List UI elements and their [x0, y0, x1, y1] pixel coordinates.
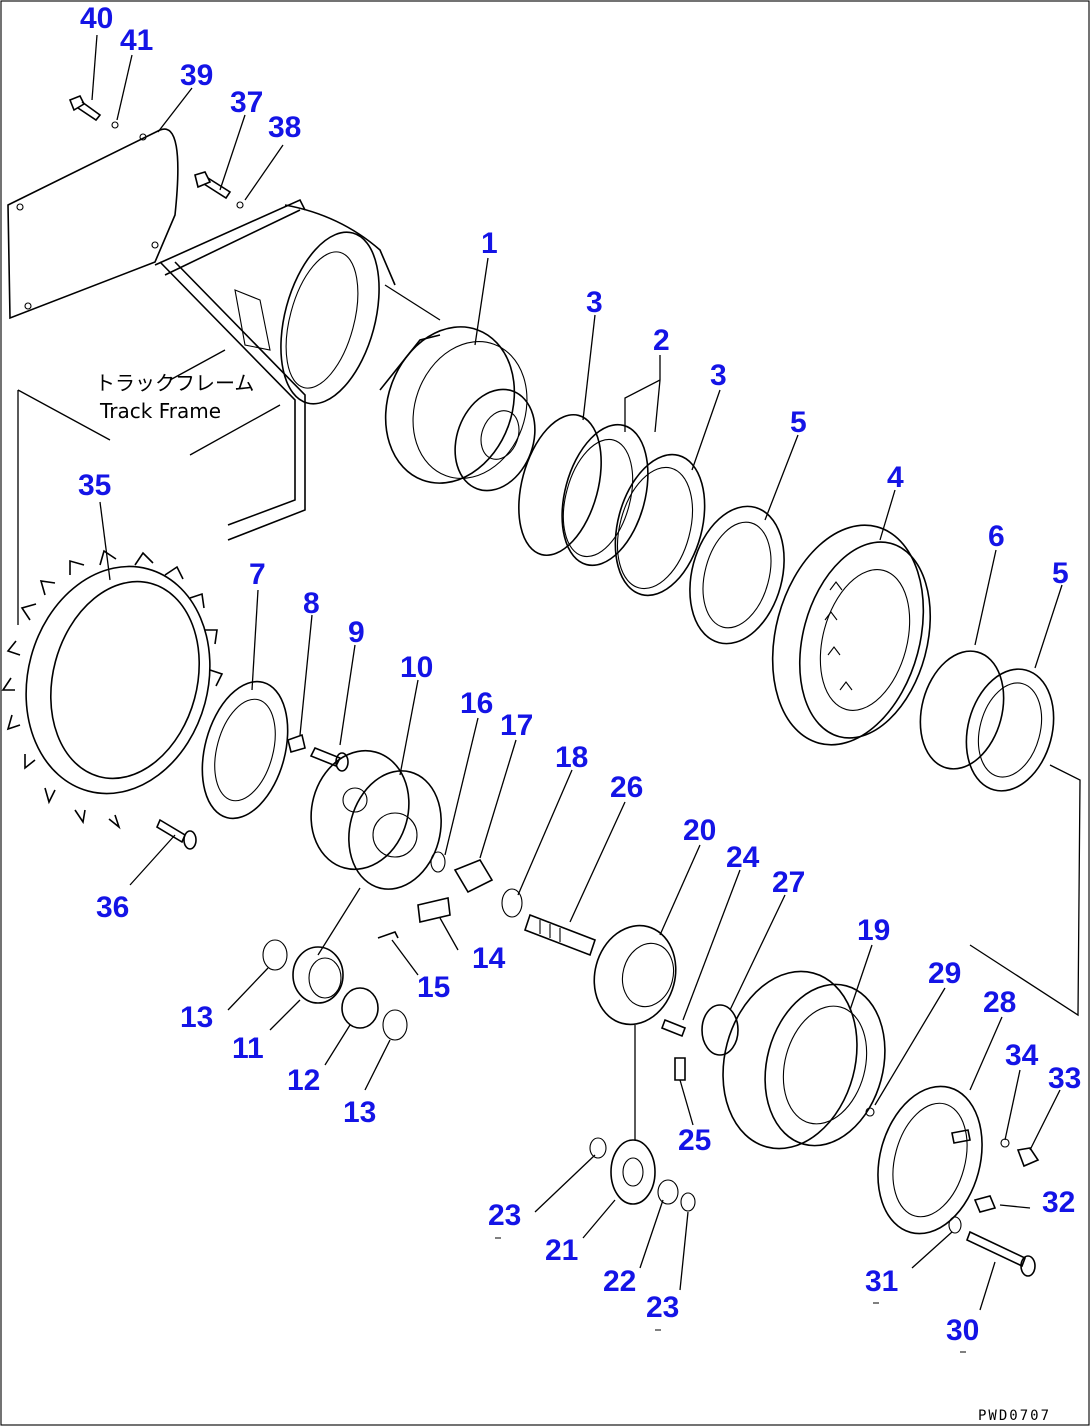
callout-1: 1: [481, 227, 498, 260]
callout-10: 10: [400, 651, 433, 684]
sprocket: [1, 389, 224, 850]
callout-13-left: 13: [180, 1001, 213, 1034]
pins-and-ring-24-27: [660, 1004, 739, 1081]
callout-12: 12: [287, 1064, 320, 1097]
second-carrier: [593, 924, 677, 1140]
planet-carrier: [310, 749, 442, 890]
callout-2: 2: [653, 324, 670, 357]
callout-6: 6: [988, 520, 1005, 553]
callout-35: 35: [78, 469, 111, 502]
end-cover-group: [865, 1085, 1040, 1277]
bearing-group-lower: [589, 1137, 696, 1212]
callout-3-left: 3: [586, 286, 603, 319]
callout-33: 33: [1048, 1062, 1081, 1095]
track-frame-label-jp: トラックフレーム: [95, 371, 254, 395]
callout-8: 8: [303, 587, 320, 620]
drawing-code: PWD0707: [978, 1408, 1051, 1424]
callout-20: 20: [683, 814, 716, 847]
callout-16: 16: [460, 687, 493, 720]
final-drive-motor: [379, 326, 536, 492]
leader-lines: [91, 34, 1063, 1353]
callout-39: 39: [180, 59, 213, 92]
callout-13-right: 13: [343, 1096, 376, 1129]
callout-7: 7: [249, 558, 266, 591]
callout-32: 32: [1042, 1186, 1075, 1219]
callout-17: 17: [500, 709, 533, 742]
callout-30: 30: [946, 1314, 979, 1347]
track-frame-label-en: Track Frame: [99, 399, 221, 423]
bearing-group-left: [262, 939, 408, 1041]
callout-26: 26: [610, 771, 643, 804]
callout-18: 18: [555, 741, 588, 774]
cover-bolts: [68, 94, 244, 209]
track-frame-drawing: [7, 128, 441, 541]
ring-6-and-thrust-5: [919, 650, 1081, 1017]
callout-24: 24: [726, 841, 760, 874]
cover-ring: [201, 680, 289, 820]
callout-11: 11: [232, 1032, 264, 1065]
seal-rings: [518, 413, 706, 597]
callout-21: 21: [545, 1234, 578, 1267]
callout-29: 29: [928, 957, 961, 990]
callout-40: 40: [80, 2, 113, 35]
callout-37: 37: [230, 86, 263, 119]
callout-31: 31: [865, 1265, 898, 1298]
callout-numbers: 40 41 39 37 38 1 3 2 3 5 4 6 5 35 7 8 9 …: [78, 2, 1081, 1347]
small-parts-16-18: [377, 851, 523, 939]
callout-27: 27: [772, 866, 805, 899]
callout-23-right: 23: [646, 1291, 679, 1324]
callout-22: 22: [603, 1265, 636, 1298]
callout-4: 4: [887, 461, 904, 494]
callout-14: 14: [472, 942, 506, 975]
callout-25: 25: [678, 1124, 711, 1157]
callout-41: 41: [120, 24, 153, 57]
callout-5-upper: 5: [790, 406, 807, 439]
ring-gear: [771, 524, 932, 746]
callout-9: 9: [348, 616, 365, 649]
callout-38: 38: [268, 111, 301, 144]
hub: [722, 970, 886, 1150]
callout-34: 34: [1005, 1039, 1039, 1072]
callout-28: 28: [983, 986, 1016, 1019]
callout-36: 36: [96, 891, 129, 924]
washer-and-bolt: [287, 733, 349, 772]
callout-15: 15: [417, 971, 450, 1004]
callout-23-left: 23: [488, 1199, 521, 1232]
drive-shaft: [523, 913, 597, 957]
callout-19: 19: [857, 914, 890, 947]
callout-5-right: 5: [1052, 557, 1069, 590]
thrust-ring-upper: [689, 505, 785, 645]
callout-3-right: 3: [710, 359, 727, 392]
